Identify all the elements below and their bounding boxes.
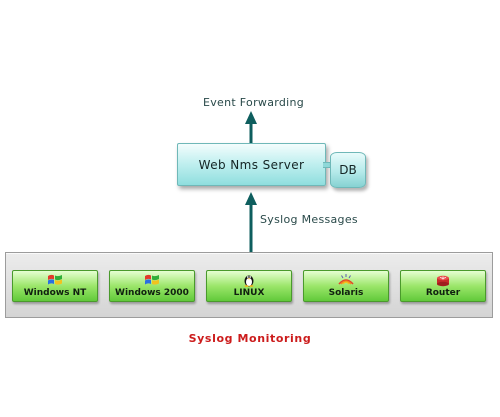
syslog-messages-arrow xyxy=(245,192,257,252)
database-label: DB xyxy=(339,163,357,177)
device-windows-nt[interactable]: Windows NT xyxy=(12,270,98,302)
database-box[interactable]: DB xyxy=(330,152,366,188)
web-nms-server-label: Web Nms Server xyxy=(198,157,305,172)
syslog-messages-label: Syslog Messages xyxy=(260,213,358,226)
device-linux[interactable]: LINUX xyxy=(206,270,292,302)
windows-flag-icon xyxy=(145,274,159,285)
db-connector xyxy=(323,162,331,168)
device-windows-2000[interactable]: Windows 2000 xyxy=(109,270,195,302)
device-label: Router xyxy=(425,288,461,298)
windows-flag-icon xyxy=(48,274,62,285)
device-label: Windows NT xyxy=(23,288,87,298)
event-forwarding-label: Event Forwarding xyxy=(203,96,305,109)
router-icon xyxy=(437,275,449,287)
solaris-sun-icon xyxy=(338,274,354,285)
event-forwarding-arrow xyxy=(245,111,257,143)
device-router[interactable]: Router xyxy=(400,270,486,302)
syslog-monitoring-caption: Syslog Monitoring xyxy=(188,332,312,345)
device-label: Windows 2000 xyxy=(115,288,189,298)
device-solaris[interactable]: Solaris xyxy=(303,270,389,302)
devices-tray: Windows NT Windows 2000 LINUX xyxy=(5,252,493,318)
web-nms-server-box[interactable]: Web Nms Server xyxy=(177,143,326,186)
tux-penguin-icon xyxy=(244,275,254,287)
device-label: LINUX xyxy=(233,288,265,298)
device-label: Solaris xyxy=(328,288,364,298)
